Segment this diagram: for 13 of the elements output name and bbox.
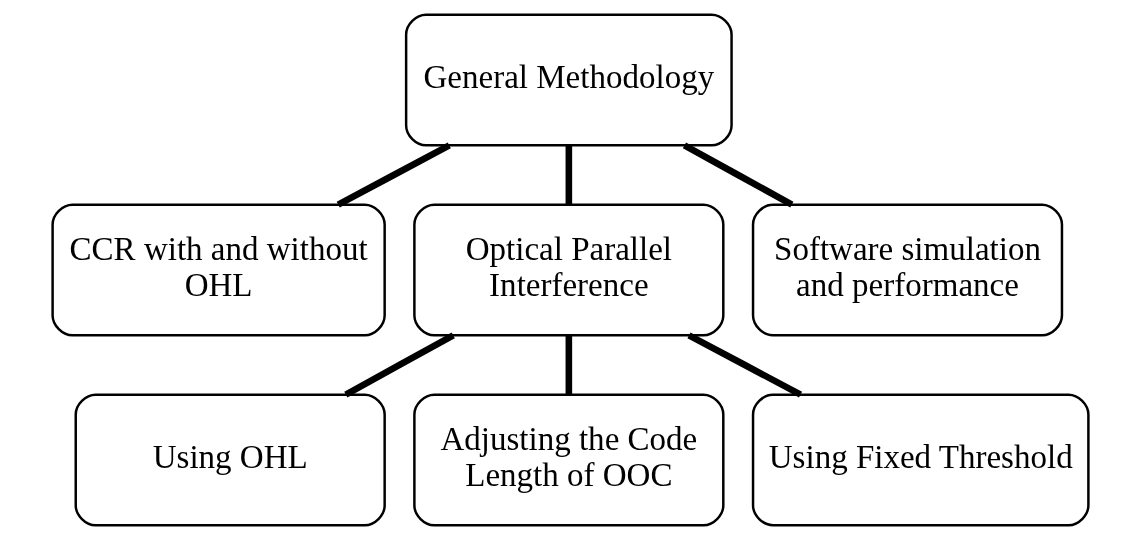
connector — [565, 335, 573, 395]
node-box: CCR with and without OHL — [51, 203, 386, 337]
connector — [336, 142, 451, 208]
node-box: Optical Parallel Interference — [413, 203, 725, 337]
connector — [565, 145, 573, 205]
node-box: Using Fixed Threshold — [751, 393, 1090, 527]
node-box: Adjusting the Code Length of OOC — [413, 393, 725, 527]
connector — [344, 332, 455, 398]
node-box: Using OHL — [74, 393, 386, 527]
node-box: General Methodology — [404, 13, 733, 147]
connector — [682, 142, 794, 208]
node-box: Software simulation and performance — [751, 203, 1064, 337]
connector — [687, 332, 803, 398]
